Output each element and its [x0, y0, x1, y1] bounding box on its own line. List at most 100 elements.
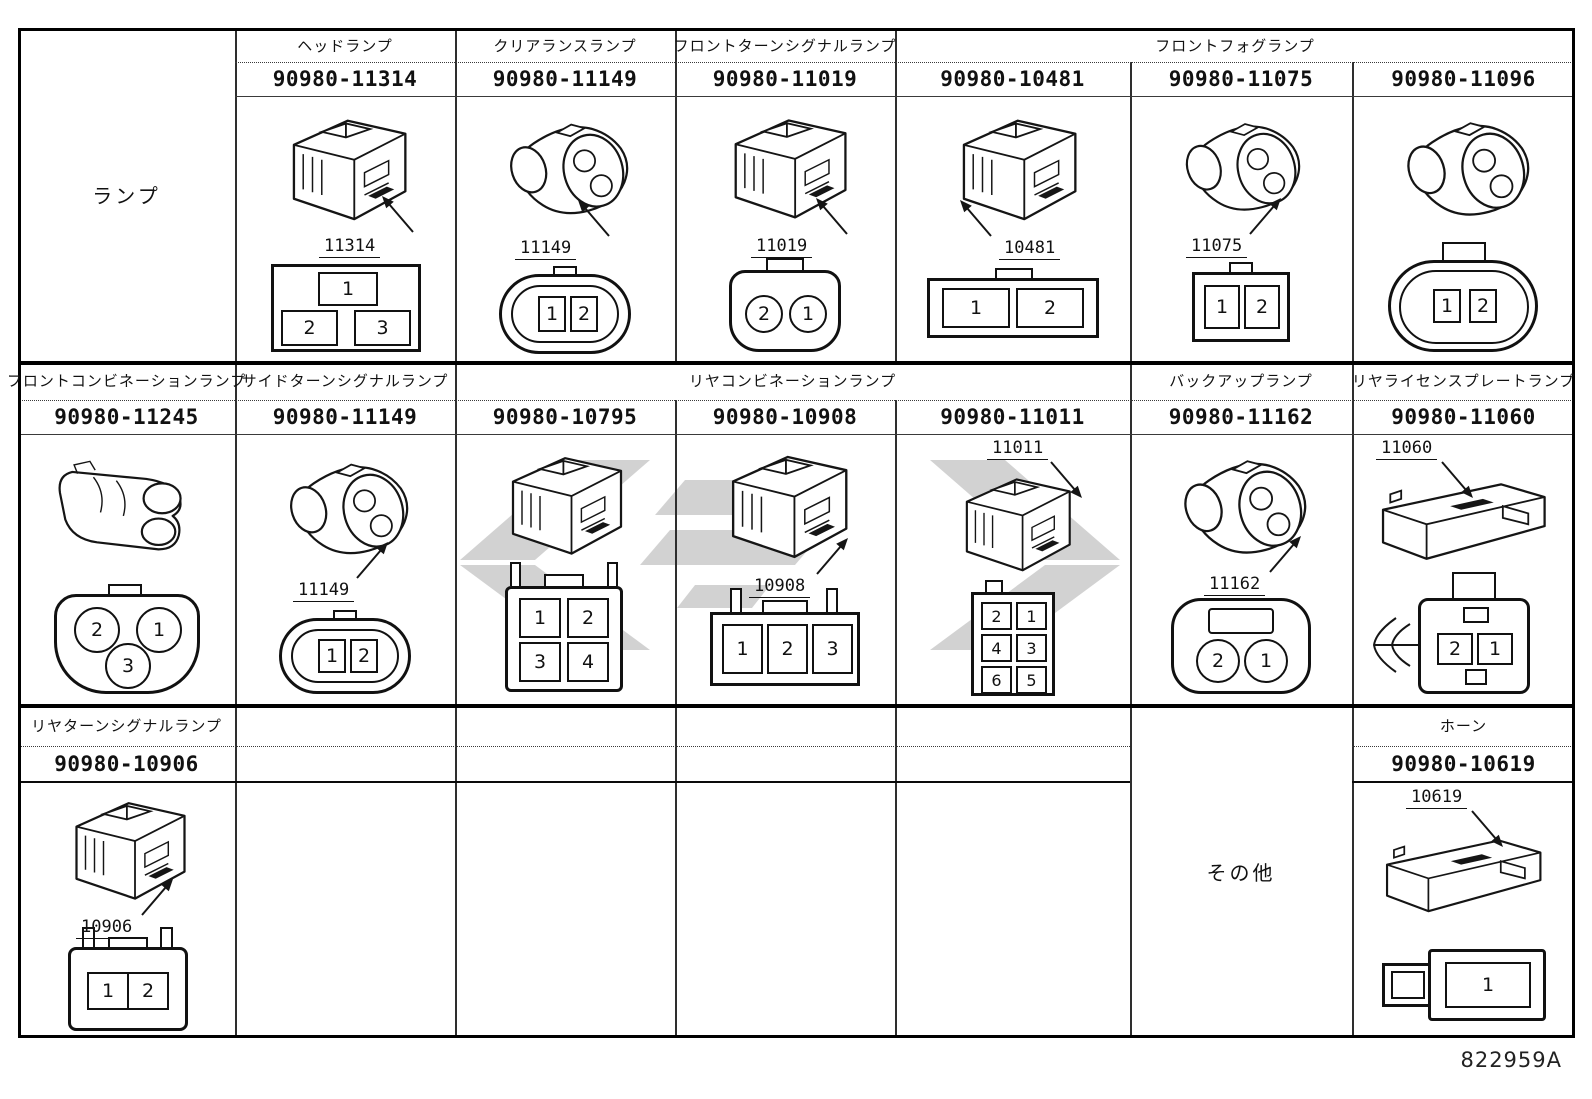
- connector-cell-11149-side: 11149 1 2: [235, 434, 455, 704]
- pin-view-tab: [985, 580, 1003, 594]
- header-front-combination-lamp: フロントコンビネーションランプ: [6, 372, 247, 390]
- callout-arrow: [1244, 194, 1288, 238]
- part-number: 90980-11019: [712, 67, 858, 91]
- pin-view: 1 2: [499, 274, 631, 354]
- connector-3d-drawing: [1380, 104, 1548, 232]
- callout-arrow: [1045, 458, 1089, 502]
- callout-label: 11149: [515, 238, 577, 260]
- connector-cell-11060: 11060 2 1: [1352, 434, 1575, 704]
- pin-cavity: 2: [74, 607, 120, 653]
- pin-view-prong: [510, 562, 521, 586]
- part-number: 90980-11149: [272, 405, 418, 429]
- pin-cavity: 2: [745, 295, 783, 333]
- header-front-fog-lamp: フロントフォグランプ: [1155, 36, 1315, 55]
- connector-3d-drawing: [36, 442, 216, 574]
- grid-line: [455, 28, 457, 1038]
- connector-cell-11011: 11011 2 1 4 3 6 5: [895, 434, 1130, 704]
- pin-cavity: 6: [981, 666, 1012, 694]
- callout-label: 10906: [76, 917, 138, 939]
- connector-cell-11162: 11162 2 1: [1130, 434, 1352, 704]
- connector-cell-11314: 11314 1 2 3: [235, 96, 455, 361]
- grid-line: [18, 704, 1575, 708]
- pin-cavity: 2: [1437, 633, 1473, 665]
- grid-line: [1352, 746, 1575, 747]
- pin-view-prong: [607, 562, 618, 586]
- callout-arrow: [953, 196, 997, 240]
- pin-cavity: 2: [1244, 285, 1280, 329]
- grid-line: [18, 434, 1575, 435]
- mounting-clip-drawing: [1372, 617, 1418, 673]
- grid-line: [1352, 781, 1575, 783]
- part-number: 90980-11096: [1391, 67, 1536, 91]
- pin-cavity: 1: [1445, 962, 1531, 1008]
- callout-label: 11011: [987, 438, 1049, 460]
- pin-cavity: 1: [87, 972, 129, 1010]
- callout-arrow: [811, 534, 855, 578]
- header-backup-lamp: バックアップランプ: [1169, 372, 1313, 390]
- side-latch-inner: [1391, 971, 1425, 999]
- pin-cavity: 3: [519, 642, 561, 682]
- pin-cavity: 3: [812, 624, 853, 674]
- part-number: 90980-10908: [712, 405, 858, 429]
- pin-cavity: 4: [981, 634, 1012, 662]
- connector-cell-11075: 11075 1 2: [1130, 96, 1352, 361]
- pin-view-tab: [995, 268, 1033, 280]
- part-number: 90980-10619: [1391, 751, 1536, 776]
- pin-cavity: 2: [350, 639, 378, 673]
- pin-cavity: 2: [127, 972, 169, 1010]
- pin-cavity: 2: [1469, 289, 1497, 323]
- callout-label: 11019: [751, 236, 813, 258]
- pin-cavity: 1: [789, 295, 827, 333]
- cell-label-other: その他: [1206, 860, 1276, 885]
- callout-label: 11314: [319, 236, 381, 258]
- connector-cell-11096: 1 2: [1352, 96, 1575, 361]
- pin-view-prong: [160, 927, 173, 949]
- pin-view-prong: [826, 588, 838, 614]
- part-number: 90980-10481: [940, 67, 1085, 91]
- pin-cavity: 1: [538, 296, 566, 332]
- connector-3d-drawing: [1360, 825, 1564, 937]
- pin-view: 2 1 3: [54, 594, 200, 694]
- callout-arrow: [351, 538, 395, 582]
- pin-view: 2 1: [729, 270, 841, 352]
- header-rear-combination-lamp: リヤコンビネーションランプ: [688, 372, 897, 390]
- grid-line: [18, 746, 1130, 747]
- callout-arrow: [1466, 807, 1510, 851]
- pin-cavity: 2: [767, 624, 808, 674]
- pin-cavity: 1: [1016, 602, 1047, 630]
- header-horn: ホーン: [1439, 716, 1488, 735]
- pin-cavity: 2: [1016, 288, 1084, 328]
- pin-cavity: 1: [942, 288, 1010, 328]
- connector-cell-10906: 10906 1 2: [18, 781, 235, 1038]
- pin-cavity: 1: [318, 272, 378, 306]
- part-number: 90980-10906: [54, 751, 199, 776]
- pin-view-prong: [730, 588, 742, 614]
- header-front-turn-signal-lamp: フロントターンシグナルランプ: [673, 36, 897, 55]
- grid-line: [895, 28, 897, 361]
- callout-arrow: [571, 196, 615, 240]
- grid-line: [235, 62, 1575, 63]
- callout-label: 11162: [1204, 574, 1266, 596]
- callout-arrow: [375, 192, 419, 236]
- pin-view: 1 2: [1192, 272, 1290, 342]
- pin-view-ring: [511, 285, 619, 343]
- pin-cavity: 1: [519, 598, 561, 638]
- header-side-turn-signal-lamp: サイドターンシグナルランプ: [241, 372, 449, 390]
- connector-cell-10619: 10619 1: [1352, 781, 1575, 1038]
- callout-label: 10908: [749, 576, 811, 598]
- grid-line: [1352, 62, 1354, 1038]
- pin-view: 2 1: [1171, 598, 1311, 694]
- pin-view: 1 2 3: [271, 264, 421, 352]
- part-number: 90980-11149: [492, 67, 638, 91]
- part-number: 90980-11314: [272, 67, 418, 91]
- pin-view-slot: [1465, 669, 1487, 685]
- pin-view: 1 2: [927, 278, 1099, 338]
- connector-cell-11019: 11019 2 1: [675, 96, 895, 361]
- pin-cavity: 2: [1196, 639, 1240, 683]
- pin-view-ring: [1399, 270, 1529, 344]
- header-rear-turn-signal-lamp: リヤターンシグナルランプ: [31, 716, 222, 735]
- grid-line: [1130, 62, 1132, 1038]
- callout-arrow: [1264, 532, 1308, 576]
- part-number: 90980-11162: [1168, 405, 1314, 429]
- pin-view: 2 1: [1418, 598, 1530, 694]
